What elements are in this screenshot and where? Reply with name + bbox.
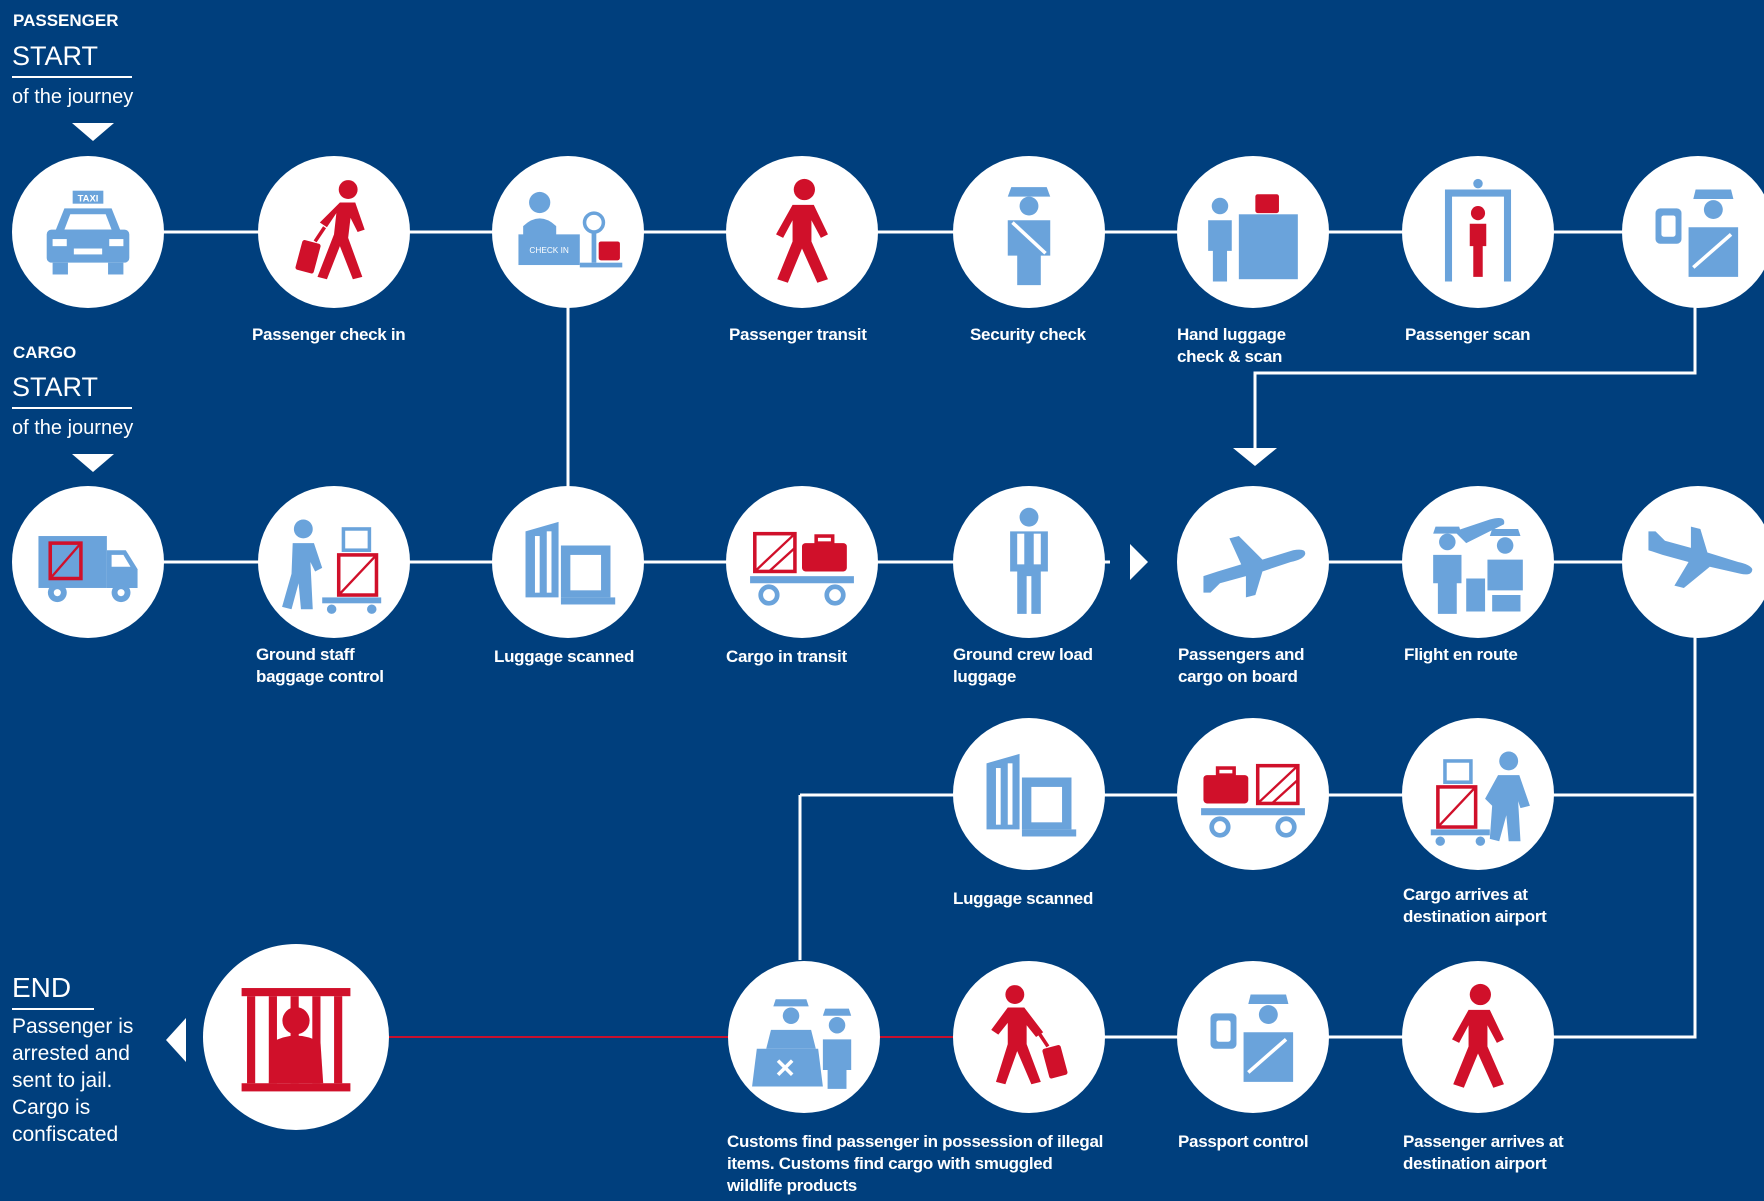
- passenger-start-title: START: [12, 41, 132, 78]
- passenger-start-subtitle: of the journey: [12, 86, 134, 108]
- check-in-desk-node: CHECK IN: [492, 156, 644, 308]
- on-board-label-line2: cargo on board: [1178, 667, 1298, 686]
- jail-node: [203, 944, 389, 1130]
- ground-crew-label: Ground crew load luggage: [953, 644, 1093, 688]
- on-board-label: Passengers and cargo on board: [1178, 644, 1305, 688]
- passenger-arrives-label-line2: destination airport: [1403, 1154, 1547, 1173]
- passport-control-node: [1177, 961, 1329, 1113]
- cargo-cart-icon: [750, 531, 854, 606]
- hand-luggage-scanner-icon: [1208, 194, 1298, 282]
- xray-scanner-icon: [986, 753, 1077, 837]
- end-arrow: [166, 1018, 186, 1062]
- security-check-node: [953, 156, 1105, 308]
- passenger-arrives-label-line1: Passenger arrives at: [1403, 1132, 1564, 1151]
- ground-staff-label-line1: Ground staff: [256, 645, 355, 664]
- walking-with-suitcase-icon: [295, 180, 365, 280]
- truck-node: [12, 486, 164, 638]
- ground-staff-trolley-icon: [282, 519, 382, 614]
- taxi-icon: TAXI: [46, 190, 130, 275]
- cargo-in-transit-label: Cargo in transit: [726, 647, 847, 666]
- end-title: END: [12, 972, 94, 1010]
- walking-person-icon: [1452, 983, 1504, 1088]
- walking-with-suitcase-icon: [991, 985, 1068, 1085]
- ground-staff-node: [258, 486, 410, 638]
- ground-staff-trolley-icon: [1430, 751, 1530, 846]
- passenger-category-label: PASSENGER: [13, 11, 119, 30]
- customs-node: [728, 961, 880, 1113]
- luggage-scanned-node: [492, 486, 644, 638]
- passenger-arrives-label: Passenger arrives at destination airport: [1403, 1131, 1564, 1175]
- passenger-transit-label: Passenger transit: [729, 325, 867, 344]
- airplane-node: [1622, 486, 1764, 638]
- svg-text:CHECK IN: CHECK IN: [529, 246, 568, 255]
- on-board-label-line1: Passengers and: [1178, 645, 1305, 664]
- cargo-arrives-label-line2: destination airport: [1403, 907, 1547, 926]
- customs-label: Customs find passenger in possession of …: [727, 1131, 1127, 1197]
- hand-luggage-node: [1177, 156, 1329, 308]
- passport-officer-icon: [1655, 189, 1739, 277]
- checkin-desk-icon: CHECK IN: [518, 191, 623, 268]
- cargo-in-transit-node: [726, 486, 878, 638]
- ground-staff-label-line2: baggage control: [256, 667, 384, 686]
- passenger-scan-node: [1402, 156, 1554, 308]
- flight-en-route-label: Flight en route: [1404, 645, 1518, 664]
- airplane-icon: [1203, 536, 1306, 598]
- hand-luggage-label: Hand luggage check & scan: [1177, 324, 1286, 368]
- cargo-start-subtitle: of the journey: [12, 417, 134, 439]
- cargo-start-title: START: [12, 372, 132, 409]
- customs-label-line2: items. Customs find cargo with smuggled: [727, 1154, 1053, 1173]
- taxi-node: TAXI: [12, 156, 164, 308]
- svg-text:TAXI: TAXI: [78, 192, 99, 203]
- airplane-icon: [1648, 526, 1753, 588]
- jail-icon: [241, 988, 351, 1092]
- body-scanner-icon: [1444, 178, 1512, 282]
- passenger-start-arrow: [72, 123, 114, 141]
- customs-officers-icon: [752, 999, 852, 1089]
- cargo-start-arrow: [72, 454, 114, 472]
- truck-icon: [38, 536, 138, 603]
- passenger-transit-node: [726, 156, 878, 308]
- cargo-arrives-node: [1402, 718, 1554, 870]
- customs-label-line3: wildlife products: [727, 1176, 857, 1195]
- cargo-cart-icon: [1201, 763, 1305, 838]
- ground-crew-label-line1: Ground crew load: [953, 645, 1093, 664]
- ground-crew-label-line2: luggage: [953, 667, 1017, 686]
- passport-officer-icon: [1210, 994, 1294, 1082]
- cargo-cart-dest-node: [1177, 718, 1329, 870]
- on-board-node: [1177, 486, 1329, 638]
- ground-staff-label: Ground staff baggage control: [256, 644, 384, 688]
- hand-luggage-label-line2: check & scan: [1177, 347, 1283, 366]
- cargo-arrives-label: Cargo arrives at destination airport: [1403, 884, 1547, 928]
- security-check-label: Security check: [970, 325, 1086, 344]
- ground-crew-node: [953, 486, 1105, 638]
- passenger-check-in-node: [258, 156, 410, 308]
- cargo-category-label: CARGO: [13, 343, 77, 362]
- hand-luggage-label-line1: Hand luggage: [1177, 325, 1286, 344]
- passenger-suitcase-node: [953, 961, 1105, 1113]
- flight-crew-icon: [1433, 517, 1523, 614]
- cargo-arrives-label-line1: Cargo arrives at: [1403, 885, 1528, 904]
- passenger-arrives-node: [1402, 961, 1554, 1113]
- end-description: Passenger is arrested and sent to jail. …: [12, 1015, 134, 1146]
- xray-scanner-icon: [525, 521, 616, 605]
- flight-en-route-node: [1402, 486, 1554, 638]
- ground-crew-icon: [1010, 507, 1048, 614]
- customs-label-line1: Customs find passenger in possession of …: [727, 1132, 1104, 1151]
- passport-officer-node: [1622, 156, 1764, 308]
- passenger-check-in-label: Passenger check in: [252, 325, 406, 344]
- luggage-scanned-dest-node: [953, 718, 1105, 870]
- luggage-scanned-dest-label: Luggage scanned: [953, 889, 1094, 908]
- passport-control-label: Passport control: [1178, 1132, 1309, 1151]
- walking-person-icon: [776, 178, 828, 283]
- security-officer-icon: [1007, 187, 1051, 286]
- passenger-scan-label: Passenger scan: [1405, 325, 1531, 344]
- luggage-scanned-label: Luggage scanned: [494, 647, 635, 666]
